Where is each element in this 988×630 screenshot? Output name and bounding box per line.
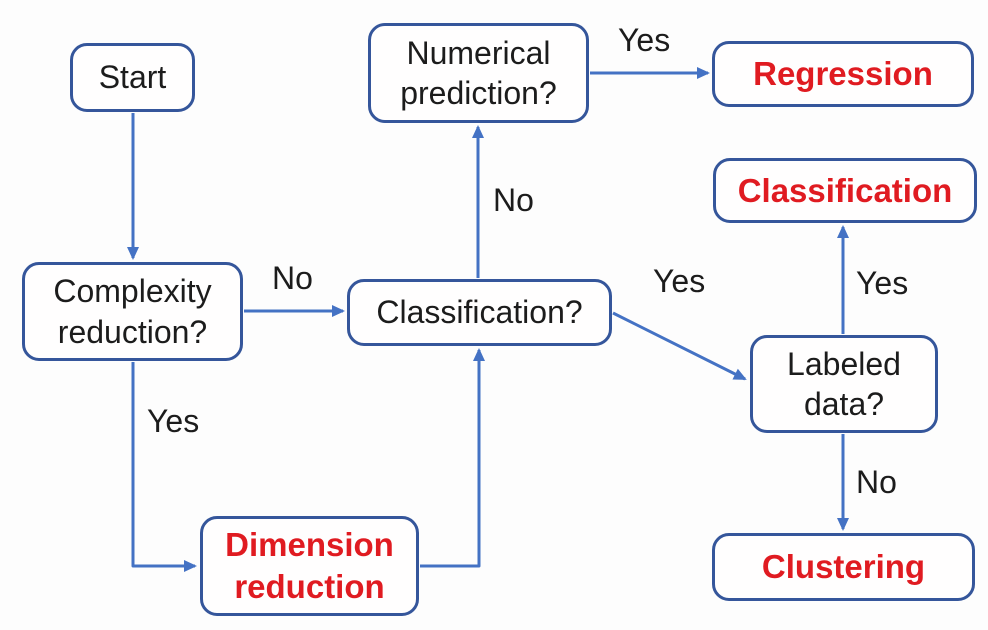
edge-label-complexity-no: No: [272, 260, 313, 296]
node-classification-question-label: Classification?: [376, 294, 583, 331]
node-labeled-data-label: Labeled data?: [787, 345, 901, 422]
node-start-label: Start: [98, 59, 167, 96]
edge-label-classification-yes: Yes: [653, 263, 706, 299]
node-complexity-reduction-label: Complexity reduction?: [53, 273, 212, 350]
node-clustering-label: Clustering: [761, 548, 926, 586]
node-classification-result: Classification: [713, 158, 977, 223]
node-dimension-reduction-label: Dimension reduction: [225, 526, 394, 605]
node-numerical-prediction: Numerical prediction?: [368, 23, 589, 123]
edge-label-numerical-yes: Yes: [618, 22, 671, 58]
node-numerical-prediction-label: Numerical prediction?: [400, 34, 557, 111]
edge-label-complexity-yes: Yes: [147, 403, 200, 439]
node-dimension-reduction: Dimension reduction: [200, 516, 419, 616]
node-labeled-data: Labeled data?: [750, 335, 938, 433]
edge-label-labeled-no: No: [856, 464, 897, 500]
node-classification-question: Classification?: [347, 279, 612, 346]
edge-label-classification-no: No: [493, 182, 534, 218]
node-regression-label: Regression: [753, 55, 933, 93]
edge-label-labeled-yes: Yes: [856, 265, 909, 301]
node-start: Start: [70, 43, 195, 112]
edge-complexity-to-dimension: [131, 362, 197, 572]
node-clustering: Clustering: [712, 533, 975, 601]
node-classification-result-label: Classification: [737, 171, 953, 209]
edge-classification-q-to-labeled: [612, 311, 747, 381]
node-complexity-reduction: Complexity reduction?: [22, 262, 243, 361]
edge-dimension-to-classification-q: [420, 348, 485, 568]
node-regression: Regression: [712, 41, 974, 107]
